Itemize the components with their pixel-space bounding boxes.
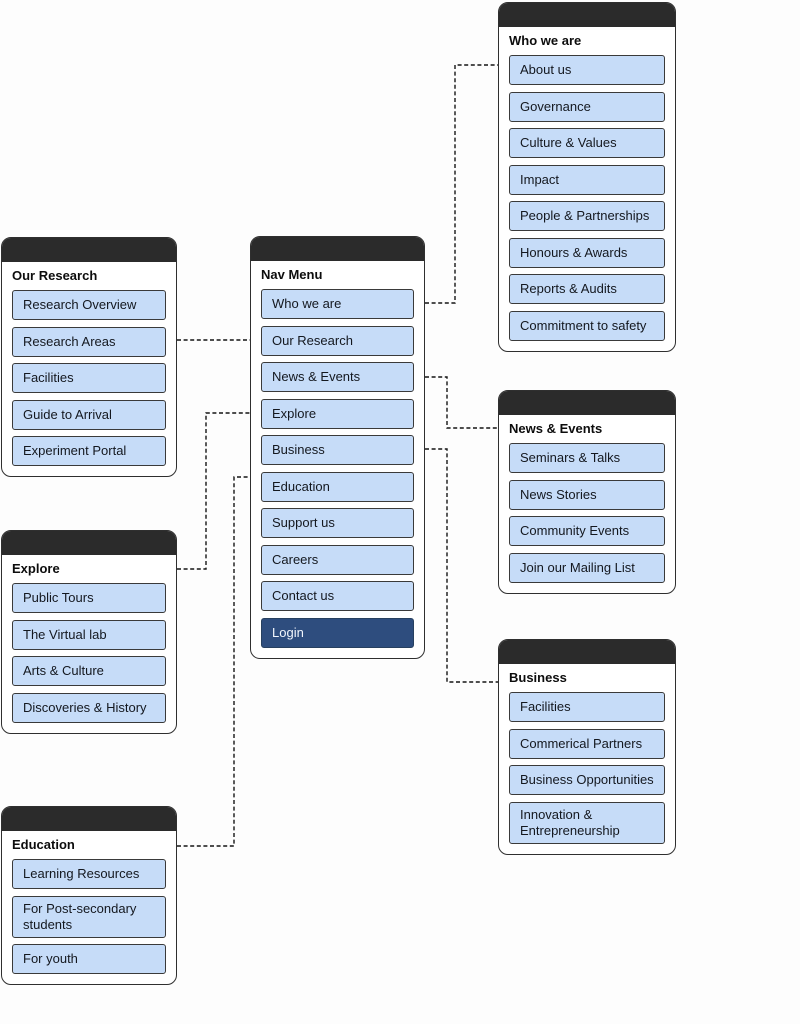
education-item-learning-resources[interactable]: Learning Resources <box>12 859 166 889</box>
nav-menu-item-support-us[interactable]: Support us <box>261 508 414 538</box>
who-we-are-item-commitment-to-safety[interactable]: Commitment to safety <box>509 310 665 341</box>
explore-item-the-virtual-lab[interactable]: The Virtual lab <box>12 619 166 650</box>
connector-education-to-nav <box>177 476 250 847</box>
nav-menu-item-explore[interactable]: Explore <box>261 398 414 429</box>
business-item-facilities[interactable]: Facilities <box>509 692 665 722</box>
panel-title-explore: Explore <box>12 561 60 576</box>
our-research-item-guide-to-arrival[interactable]: Guide to Arrival <box>12 399 166 430</box>
explore-item-public-tours[interactable]: Public Tours <box>12 583 166 613</box>
who-we-are-item-about-us[interactable]: About us <box>509 55 665 85</box>
panel-header-bar <box>499 3 675 27</box>
our-research-item-research-overview[interactable]: Research Overview <box>12 290 166 320</box>
education-item-for-post-secondary-students[interactable]: For Post-secondary students <box>12 895 166 938</box>
news-events-item-seminars-talks[interactable]: Seminars & Talks <box>509 443 665 473</box>
who-we-are-item-culture-values[interactable]: Culture & Values <box>509 128 665 158</box>
explore-item-arts-culture[interactable]: Arts & Culture <box>12 656 166 686</box>
nav-menu-item-who-we-are[interactable]: Who we are <box>261 289 414 319</box>
who-we-are-item-honours-awards[interactable]: Honours & Awards <box>509 237 665 268</box>
who-we-are-item-people-partnerships[interactable]: People & Partnerships <box>509 201 665 231</box>
panel-header-bar <box>2 807 176 831</box>
panel-title-business: Business <box>509 670 567 685</box>
our-research-item-research-areas[interactable]: Research Areas <box>12 326 166 357</box>
business-item-business-opportunities[interactable]: Business Opportunities <box>509 765 665 795</box>
nav-menu-item-our-research[interactable]: Our Research <box>261 325 414 356</box>
business-item-innovation-entrepreneurship[interactable]: Innovation & Entrepreneurship <box>509 801 665 844</box>
our-research-item-experiment-portal[interactable]: Experiment Portal <box>12 436 166 466</box>
who-we-are-item-impact[interactable]: Impact <box>509 164 665 195</box>
panel-title-news-events: News & Events <box>509 421 603 436</box>
our-research-item-facilities[interactable]: Facilities <box>12 363 166 393</box>
explore-item-discoveries-history[interactable]: Discoveries & History <box>12 692 166 723</box>
panel-title-education: Education <box>12 837 75 852</box>
who-we-are-item-reports-audits[interactable]: Reports & Audits <box>509 274 665 304</box>
news-events-item-join-our-mailing-list[interactable]: Join our Mailing List <box>509 552 665 583</box>
news-events-item-community-events[interactable]: Community Events <box>509 516 665 546</box>
nav-menu-item-careers[interactable]: Careers <box>261 544 414 575</box>
connector-nav-to-business <box>425 448 498 683</box>
who-we-are-item-governance[interactable]: Governance <box>509 91 665 122</box>
nav-menu-item-login[interactable]: Login <box>261 617 414 648</box>
panel-header-bar <box>499 640 675 664</box>
panel-title-our-research: Our Research <box>12 268 98 283</box>
panel-title-nav-menu: Nav Menu <box>261 267 323 282</box>
panel-header-bar <box>2 238 176 262</box>
business-item-commerical-partners[interactable]: Commerical Partners <box>509 728 665 759</box>
nav-menu-item-contact-us[interactable]: Contact us <box>261 581 414 611</box>
news-events-item-news-stories[interactable]: News Stories <box>509 479 665 510</box>
nav-menu-item-education[interactable]: Education <box>261 471 414 502</box>
panel-header-bar <box>251 237 424 261</box>
nav-menu-item-business[interactable]: Business <box>261 435 414 465</box>
panel-header-bar <box>499 391 675 415</box>
panel-title-who-we-are: Who we are <box>509 33 582 48</box>
nav-menu-item-news-events[interactable]: News & Events <box>261 362 414 392</box>
connector-nav-to-who-we-are <box>425 64 509 304</box>
connector-explore-to-nav <box>177 412 250 570</box>
connector-nav-to-news-events <box>425 376 498 429</box>
education-item-for-youth[interactable]: For youth <box>12 944 166 974</box>
panel-header-bar <box>2 531 176 555</box>
